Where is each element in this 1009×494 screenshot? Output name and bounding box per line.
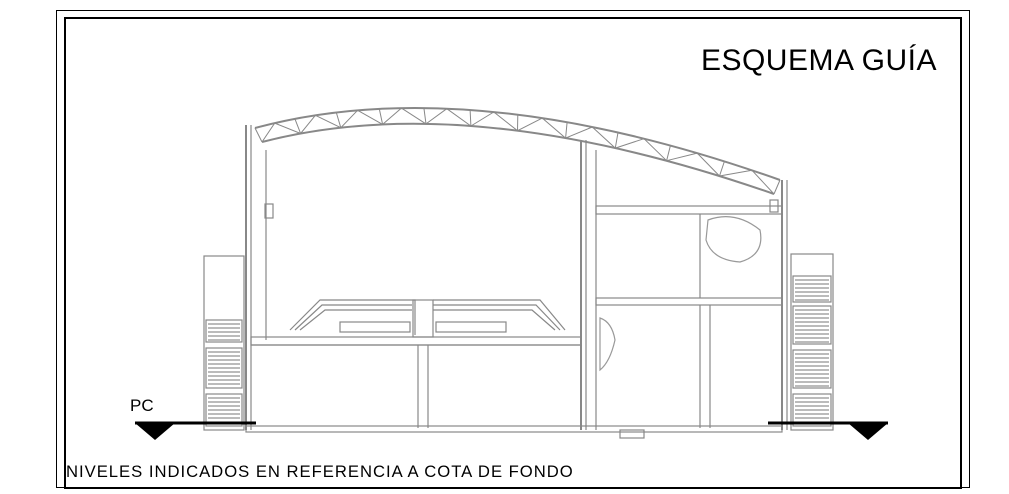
footer-note: NIVELES INDICADOS EN REFERENCIA A COTA D… <box>66 462 574 481</box>
left-stair-tower <box>203 255 245 431</box>
ground-level-right <box>768 421 888 440</box>
right-stair-tower <box>790 253 834 431</box>
ground-level-left <box>135 421 256 440</box>
upper-rooms <box>595 205 783 428</box>
left-wall <box>245 125 274 430</box>
bleachers <box>289 299 566 338</box>
drawing-title: ESQUEMA GUÍA <box>700 44 937 77</box>
ground-slab <box>245 425 783 439</box>
triangle-down-level-icon <box>848 423 888 440</box>
triangle-down-level-icon <box>135 423 175 440</box>
sheet-border-inner <box>64 17 962 489</box>
central-wall <box>580 140 597 430</box>
level-marker-label: PC <box>130 396 154 415</box>
mezzanine-slab <box>250 336 582 428</box>
roof-truss <box>254 107 781 195</box>
brick-hatch <box>599 216 762 372</box>
